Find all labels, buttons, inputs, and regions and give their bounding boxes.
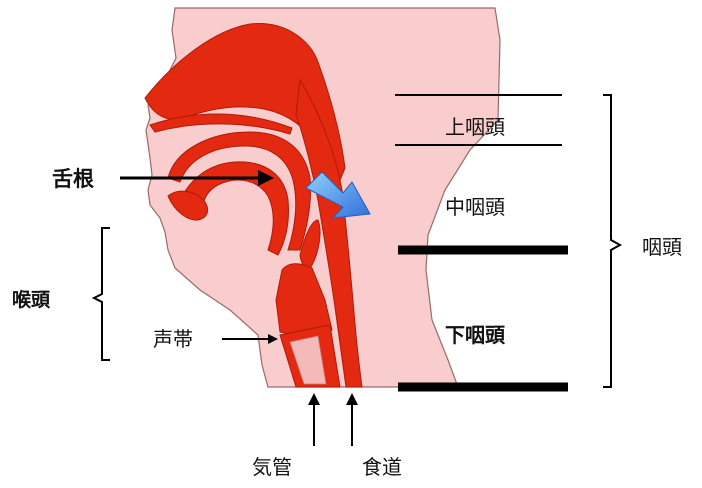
mesopharynx-label: 中咽頭 <box>445 195 505 219</box>
hypopharynx-label: 下咽頭 <box>445 323 506 347</box>
larynx-label: 喉頭 <box>12 288 51 311</box>
esophagus-label: 食道 <box>362 455 402 479</box>
trachea-label: 気管 <box>252 455 292 479</box>
epipharynx-label: 上咽頭 <box>445 115 505 139</box>
vocal-cords-label: 声帯 <box>153 327 193 351</box>
pharynx-label: 咽頭 <box>642 235 682 259</box>
larynx-bracket <box>94 228 110 360</box>
esophagus-arrowhead <box>346 393 358 405</box>
trachea-arrowhead <box>308 393 320 405</box>
pharynx-bracket <box>603 95 620 387</box>
tongue-root-label: 舌根 <box>52 167 94 191</box>
